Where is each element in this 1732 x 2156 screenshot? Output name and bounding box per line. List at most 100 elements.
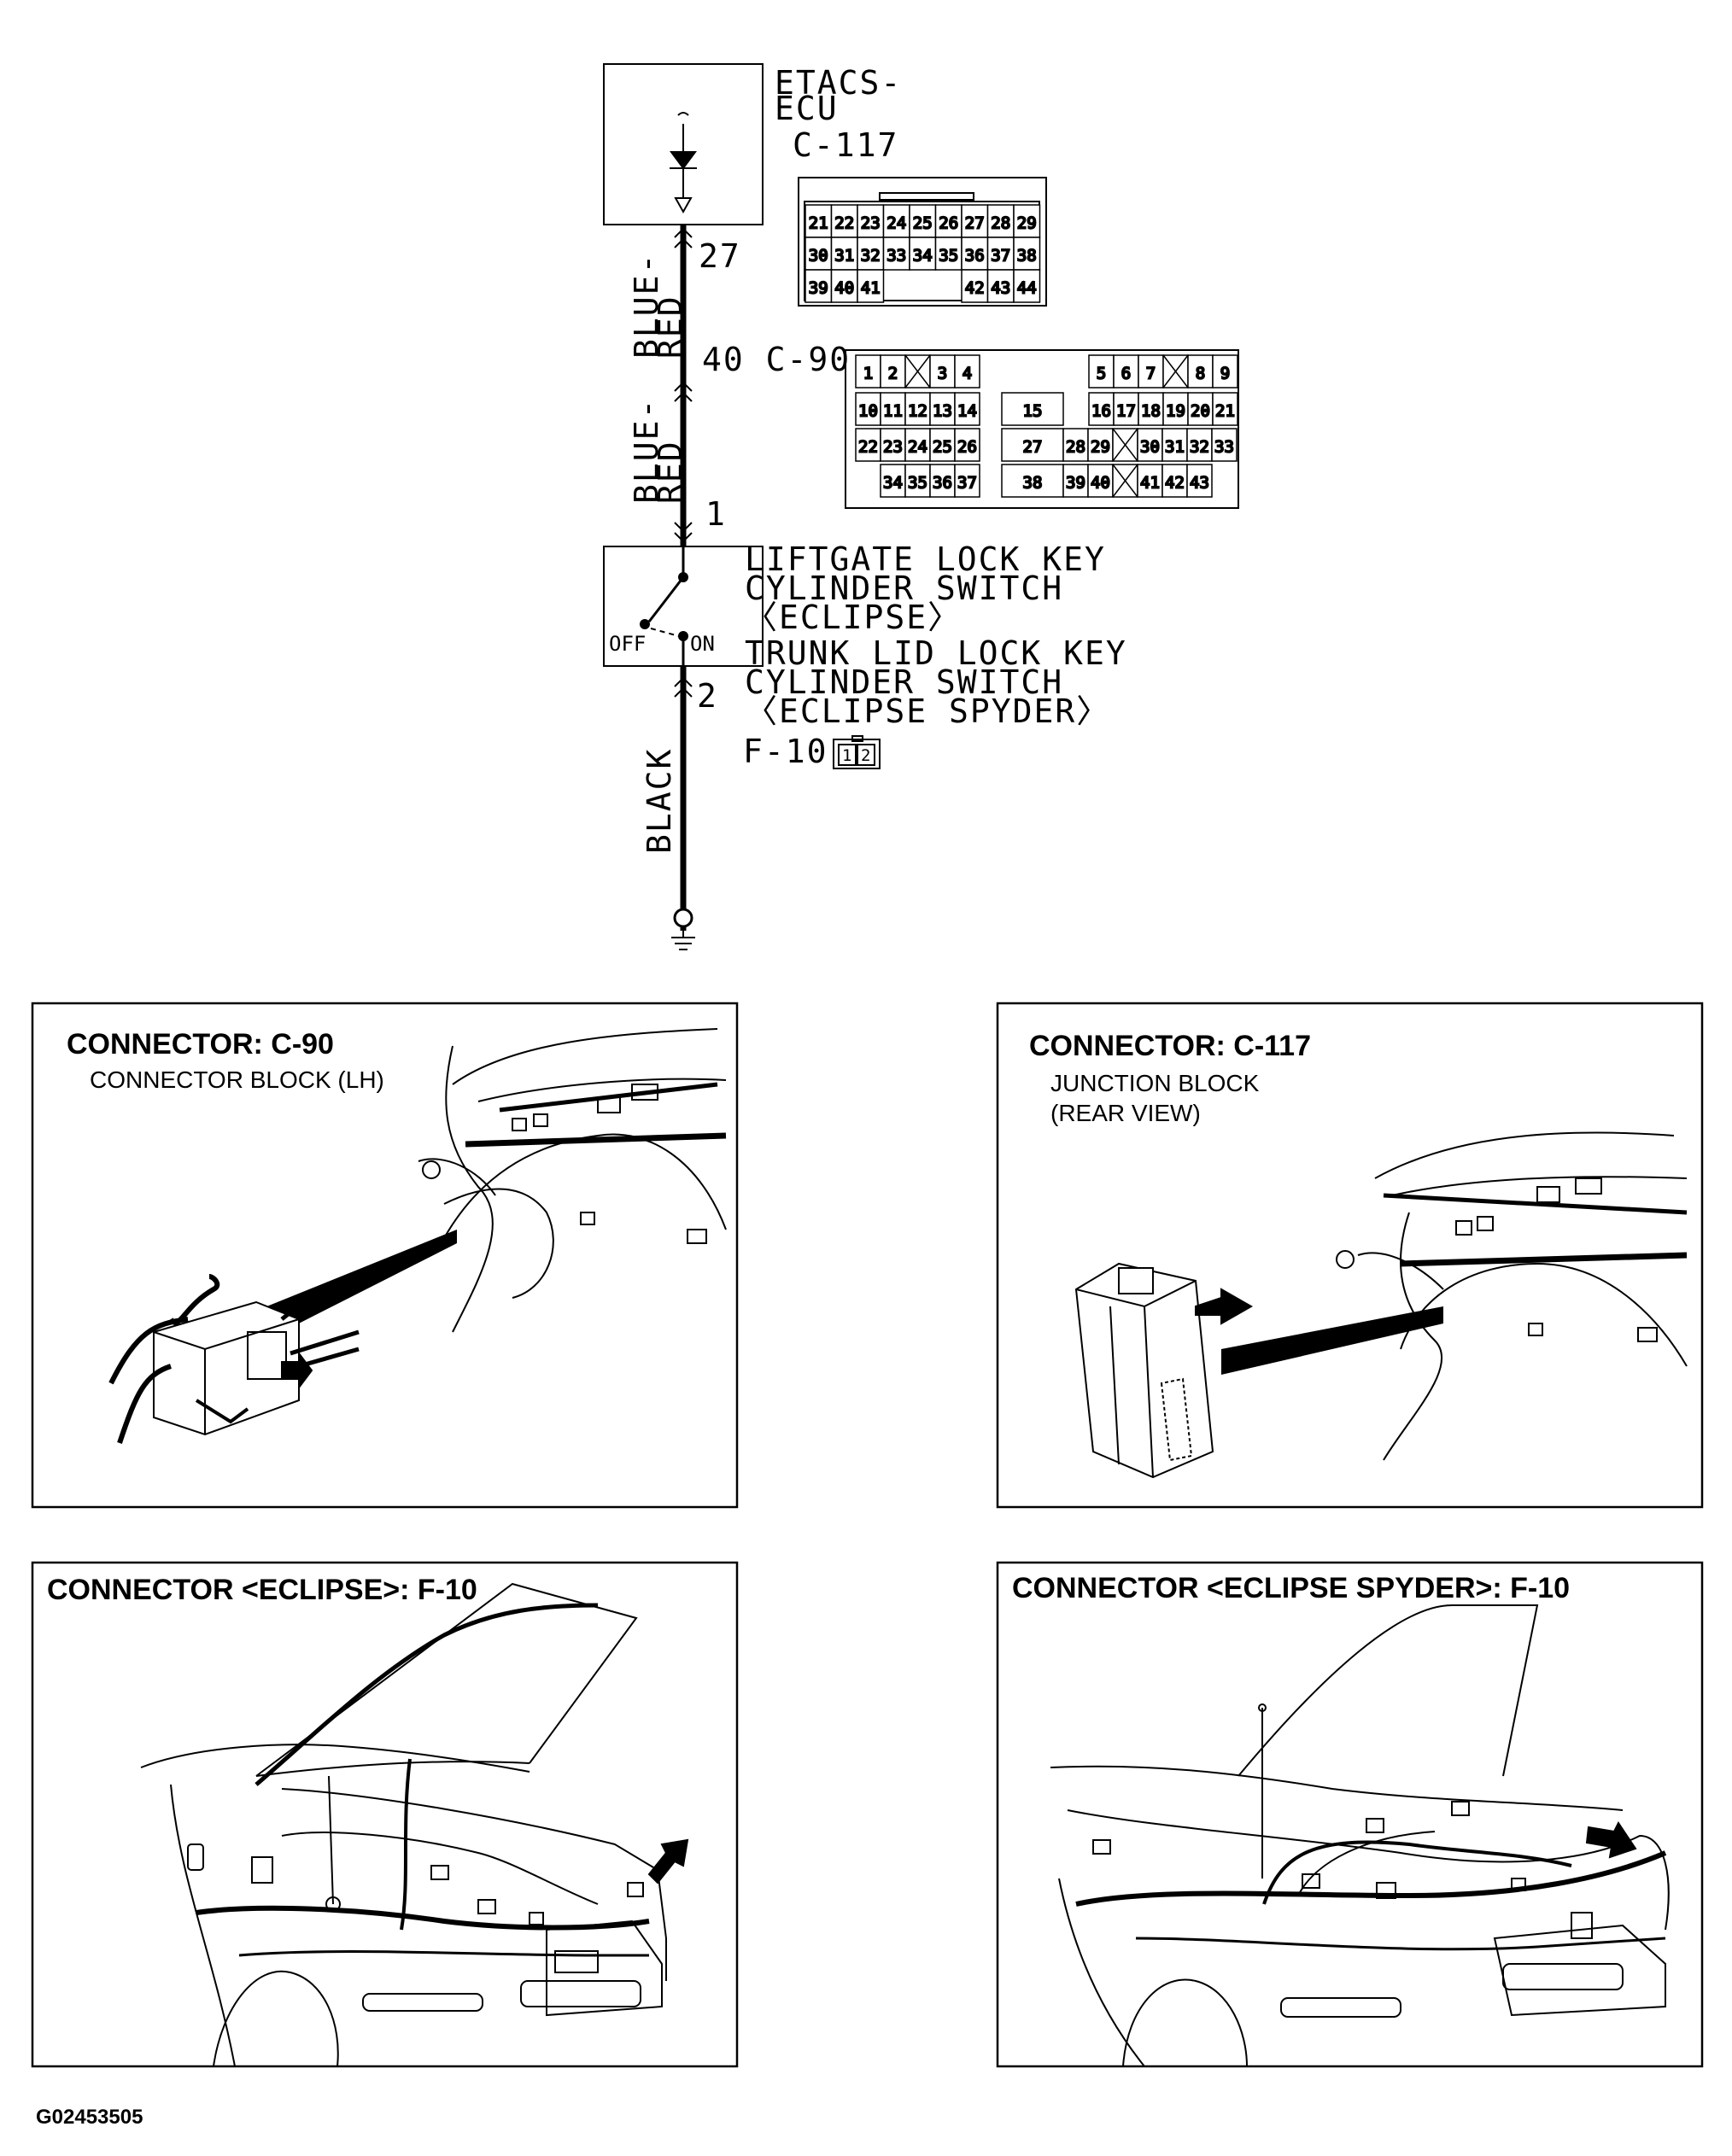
pin-number: 26 [957, 437, 977, 456]
c117-pin-44: 44 [1013, 269, 1041, 303]
pin-number: 36 [933, 473, 952, 492]
pin-number: 29 [1017, 213, 1037, 232]
panel-c117-subtitle-2: (REAR VIEW) [1050, 1100, 1201, 1126]
connector-symbol-1 [674, 522, 693, 543]
c90-pin-4: 4 [954, 354, 980, 389]
pin-number: 24 [886, 213, 906, 232]
ecu-name-line2: ECU [775, 90, 839, 127]
c117-pin-35: 35 [934, 237, 963, 271]
c90-pin-17: 17 [1113, 392, 1139, 426]
pin-number: 37 [957, 473, 977, 492]
panel-c117-subtitle-1: JUNCTION BLOCK [1050, 1070, 1260, 1096]
pin-number: 40 [1091, 473, 1110, 492]
c90-pin-3: 3 [929, 354, 956, 389]
f10-eclipse-location-drawing [140, 1582, 689, 2067]
pin-number: 24 [908, 437, 927, 456]
c90-pin-15: 15 [1001, 392, 1064, 426]
c90-pin-14: 14 [954, 392, 980, 426]
c117-pin-33: 33 [882, 237, 910, 271]
c117-pin-38: 38 [1013, 237, 1041, 271]
pin-2-label: 2 [697, 677, 718, 715]
c90-pin-39: 39 [1062, 464, 1089, 498]
c117-pin-21: 21 [805, 204, 833, 238]
f10-pin-2: 2 [861, 746, 870, 765]
switch-name-6: 〈ECLIPSE SPYDER〉 [745, 692, 1110, 730]
arrow-icon [1585, 1821, 1637, 1859]
c90-pin-7: 7 [1138, 354, 1164, 389]
pin-number: 14 [957, 401, 977, 420]
pin-number: 3 [938, 364, 947, 383]
c90-pin-22: 22 [855, 428, 881, 462]
panel-f10-spyder: CONNECTOR <ECLIPSE SPYDER>: F-10 [996, 1561, 1704, 2068]
c90-pin-28: 28 [1062, 428, 1089, 462]
pin-number: 19 [1166, 401, 1185, 420]
pin-number: 33 [886, 246, 906, 265]
c90-pin-10: 10 [855, 392, 881, 426]
c90-pin-24: 24 [904, 428, 931, 462]
pin-number: 39 [809, 278, 828, 297]
pin-number: 30 [809, 246, 828, 265]
c90-pin-30: 30 [1137, 428, 1163, 462]
pin-number: 17 [1116, 401, 1136, 420]
pin-number: 36 [965, 246, 985, 265]
pin-number: 37 [991, 246, 1010, 265]
pin-number: 38 [1023, 473, 1043, 492]
pin-number: 29 [1091, 437, 1110, 456]
c117-pin-42: 42 [961, 269, 989, 303]
c117-pin-36: 36 [961, 237, 989, 271]
c90-pin-33: 33 [1211, 428, 1238, 462]
figure-code: G02453505 [36, 2106, 143, 2129]
f10-label: F-10 [743, 733, 828, 770]
pin-number: 32 [861, 246, 881, 265]
c90-pin-32: 32 [1186, 428, 1213, 462]
pin-number: 44 [1017, 278, 1037, 297]
pin-number: 39 [1066, 473, 1085, 492]
c90-pin-43: 43 [1186, 464, 1213, 498]
panel-c90-subtitle: CONNECTOR BLOCK (LH) [90, 1066, 384, 1093]
c90-pin-8: 8 [1187, 354, 1214, 389]
pin-number: 27 [965, 213, 985, 232]
pin-number: 10 [858, 401, 878, 420]
c90-pin-29: 29 [1087, 428, 1114, 462]
pin-27-label: 27 [699, 237, 741, 275]
c90-pin-5: 5 [1088, 354, 1115, 389]
connector-symbol-2 [674, 676, 693, 698]
pin-number: 25 [913, 213, 933, 232]
arrow-icon [647, 1838, 689, 1884]
c117-pin-40: 40 [830, 269, 858, 303]
pin-number: 5 [1097, 364, 1106, 383]
f10-pin-1: 1 [842, 746, 851, 765]
c117-pin-28: 28 [986, 204, 1015, 238]
c90-pin-41: 41 [1137, 464, 1163, 498]
c90-pin-18: 18 [1138, 392, 1164, 426]
c90-pin-21: 21 [1212, 392, 1238, 426]
c90-pin-20: 20 [1187, 392, 1214, 426]
c90-pin-25: 25 [929, 428, 956, 462]
pin-number: 20 [1191, 401, 1210, 420]
panel-c90-title: CONNECTOR: C-90 [67, 1028, 334, 1060]
c90-pin-13: 13 [929, 392, 956, 426]
wire1-color-line1: BLUE- [628, 253, 665, 359]
c117-pin-27: 27 [961, 204, 989, 238]
pin-number: 27 [1023, 437, 1043, 456]
c90-pin-37: 37 [954, 464, 980, 498]
pin-number: 43 [1190, 473, 1209, 492]
c117-pin-43: 43 [986, 269, 1015, 303]
c90-pin-36: 36 [929, 464, 956, 498]
switch-name-1: LIFTGATE LOCK KEY [745, 540, 1106, 578]
c90-label: 40 C-90 [702, 341, 851, 378]
switch-off-label: OFF [609, 632, 646, 656]
switch-on-label: ON [690, 632, 715, 656]
pin-number: 35 [939, 246, 958, 265]
pin-1-label: 1 [705, 495, 727, 533]
pin-number: 42 [1165, 473, 1185, 492]
arrow-icon [281, 1351, 313, 1390]
pin-number: 6 [1121, 364, 1131, 383]
c90-pin-26: 26 [954, 428, 980, 462]
c90-pin-9: 9 [1212, 354, 1238, 389]
pin-number: 38 [1017, 246, 1037, 265]
c117-pin-26: 26 [934, 204, 963, 238]
